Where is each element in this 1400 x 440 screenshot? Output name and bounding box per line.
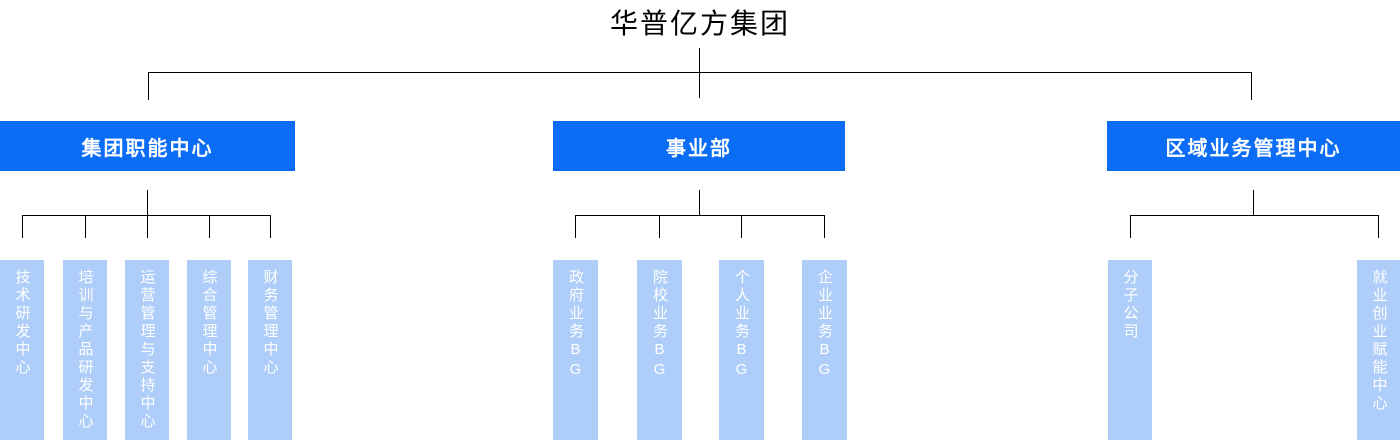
connector-root-stem	[699, 48, 700, 98]
child-training-product-rd-center: 培训与产品研发中心	[63, 260, 107, 440]
connector-groupC-drop	[1130, 215, 1131, 238]
child-subsidiaries: 分子公司	[1108, 260, 1152, 440]
child-label: 企业业务BG	[816, 269, 833, 381]
connector-groupA-drop	[22, 215, 23, 238]
connector-root-drop-right	[1251, 72, 1252, 100]
child-label: 院校业务BG	[651, 269, 668, 381]
child-label: 技术研发中心	[13, 269, 31, 377]
child-enterprise-bg: 企业业务BG	[802, 260, 847, 440]
connector-groupA-hline	[22, 215, 270, 216]
org-root-title: 华普亿方集团	[609, 8, 790, 39]
child-employment-empowerment-center: 就业创业赋能中心	[1357, 260, 1400, 440]
child-label: 分子公司	[1121, 269, 1139, 341]
child-label: 政府业务BG	[567, 269, 584, 381]
connector-groupA-drop	[270, 215, 271, 238]
connector-groupC-drop	[1378, 215, 1379, 238]
connector-groupB-hline	[575, 215, 824, 216]
connector-groupC-hline	[1130, 215, 1379, 216]
connector-groupB-stem	[699, 190, 700, 215]
branch-regional-business-center: 区域业务管理中心	[1107, 121, 1400, 171]
child-college-bg: 院校业务BG	[637, 260, 682, 440]
connector-groupA-drop	[209, 215, 210, 238]
child-personal-bg: 个人业务BG	[719, 260, 764, 440]
branch-business-division: 事业部	[553, 121, 845, 171]
branch-label: 事业部	[666, 137, 732, 160]
connector-groupB-drop	[824, 215, 825, 238]
child-label: 综合管理中心	[200, 269, 218, 377]
child-tech-rd-center: 技术研发中心	[0, 260, 44, 440]
connector-groupB-drop	[575, 215, 576, 238]
child-label: 财务管理中心	[261, 269, 279, 377]
child-label: 就业创业赋能中心	[1370, 269, 1388, 413]
connector-groupA-stem	[147, 190, 148, 215]
connector-root-hline	[148, 72, 1252, 73]
connector-root-drop-left	[148, 72, 149, 100]
branch-label: 区域业务管理中心	[1165, 137, 1342, 160]
child-government-bg: 政府业务BG	[553, 260, 598, 440]
connector-groupA-drop	[147, 215, 148, 238]
connector-groupC-stem	[1253, 190, 1254, 215]
child-label: 个人业务BG	[733, 269, 750, 381]
child-finance-center: 财务管理中心	[248, 260, 292, 440]
child-general-admin-center: 综合管理中心	[187, 260, 231, 440]
child-operations-support-center: 运营管理与支持中心	[125, 260, 169, 440]
connector-groupB-drop	[659, 215, 660, 238]
branch-label: 集团职能中心	[81, 137, 214, 160]
connector-groupB-drop	[741, 215, 742, 238]
connector-groupA-drop	[85, 215, 86, 238]
child-label: 运营管理与支持中心	[138, 269, 156, 431]
child-label: 培训与产品研发中心	[76, 269, 94, 431]
branch-group-function-center: 集团职能中心	[0, 121, 295, 171]
